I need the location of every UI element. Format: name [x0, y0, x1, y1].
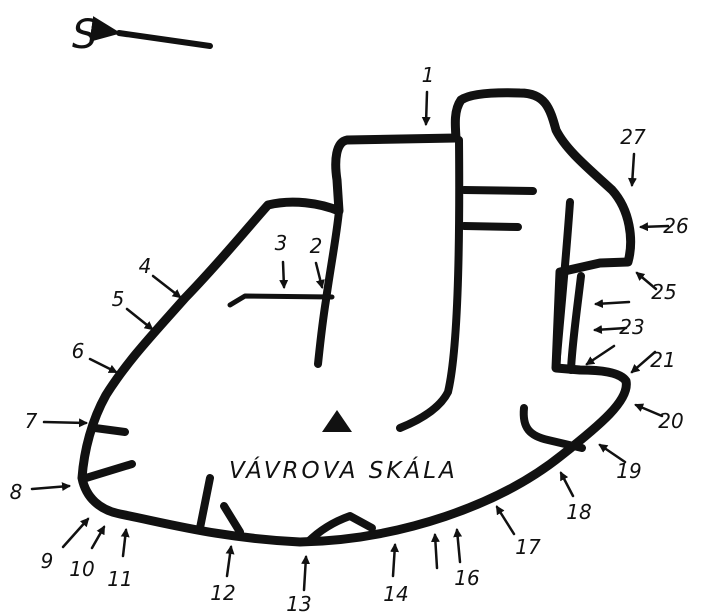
- route-number: 9: [41, 549, 54, 573]
- bottom-crack-left: [196, 474, 214, 532]
- route-arrow-icon: [598, 443, 627, 464]
- compass-arrow-icon: [89, 16, 213, 49]
- route-arrow-icon: [585, 344, 616, 366]
- summit-triangle-icon: [322, 410, 352, 432]
- route-arrow-icon: [593, 325, 628, 335]
- route-arrow-icon: [594, 299, 631, 309]
- route-number: 11: [107, 567, 132, 591]
- bottom-boulder: [304, 512, 376, 546]
- route-arrow-icon: [61, 517, 90, 549]
- left-notch-upper: [91, 424, 129, 436]
- route-arrow-icon: [390, 543, 400, 578]
- route-number: 18: [566, 500, 591, 524]
- traverse-line: [227, 293, 335, 308]
- route-number: 25: [651, 280, 676, 304]
- lower-right-ledge: [519, 404, 586, 452]
- route-number: 10: [69, 557, 94, 581]
- rock-outline: [77, 88, 636, 547]
- route-number: 12: [210, 581, 235, 605]
- route-number: 1: [422, 63, 435, 87]
- route-arrow-icon: [634, 403, 664, 418]
- route-number: 3: [275, 231, 288, 255]
- route-arrow-icon: [314, 261, 325, 289]
- route-arrow-icon: [125, 307, 154, 331]
- route-number: 26: [663, 214, 688, 238]
- left-notch-lower: [82, 460, 136, 482]
- route-arrow-icon: [630, 350, 657, 374]
- route-arrow-icon: [301, 555, 311, 592]
- compass-letter: S: [72, 12, 97, 58]
- route-arrow-icon: [30, 482, 71, 492]
- rock-name-label: VÁVROVA SKÁLA: [229, 456, 458, 484]
- route-arrow-icon: [421, 90, 431, 126]
- route-number: 27: [620, 125, 646, 149]
- route-arrow-icon: [90, 525, 106, 550]
- route-arrow-icon: [635, 271, 658, 291]
- route-arrow-icon: [430, 533, 440, 570]
- ledge-lower: [460, 222, 522, 231]
- route-number: 23: [619, 315, 644, 339]
- route-number: 8: [10, 480, 23, 504]
- route-arrow-icon: [639, 222, 670, 232]
- route-arrow-icon: [120, 528, 130, 558]
- route-number: 2: [310, 234, 323, 258]
- ledge-upper: [460, 186, 537, 195]
- main-chimney: [314, 207, 343, 368]
- route-arrow-icon: [225, 545, 235, 578]
- route-number: 17: [515, 535, 541, 559]
- route-arrow-icon: [151, 274, 182, 299]
- route-arrow-icon: [88, 357, 118, 374]
- route-number: 14: [383, 582, 408, 606]
- route-arrow-icon: [453, 528, 463, 564]
- right-pillar: [567, 272, 585, 374]
- tower-line: [396, 136, 464, 432]
- route-arrow-icon: [559, 471, 575, 498]
- route-number: 7: [25, 409, 38, 433]
- route-number: 4: [139, 254, 152, 278]
- right-crack: [552, 198, 574, 372]
- route-number: 19: [616, 459, 641, 483]
- route-number: 21: [650, 348, 675, 372]
- route-number: 20: [658, 409, 683, 433]
- route-arrow-icon: [495, 505, 516, 536]
- route-number: 13: [286, 592, 311, 614]
- bottom-crack-mid: [220, 502, 244, 536]
- route-number: 5: [112, 287, 125, 311]
- route-number: 6: [72, 339, 85, 363]
- route-arrow-icon: [279, 260, 289, 289]
- compass: S: [72, 12, 213, 58]
- route-arrow-icon: [627, 152, 637, 187]
- route-number: 16: [454, 566, 479, 590]
- route-arrow-icon: [42, 418, 88, 428]
